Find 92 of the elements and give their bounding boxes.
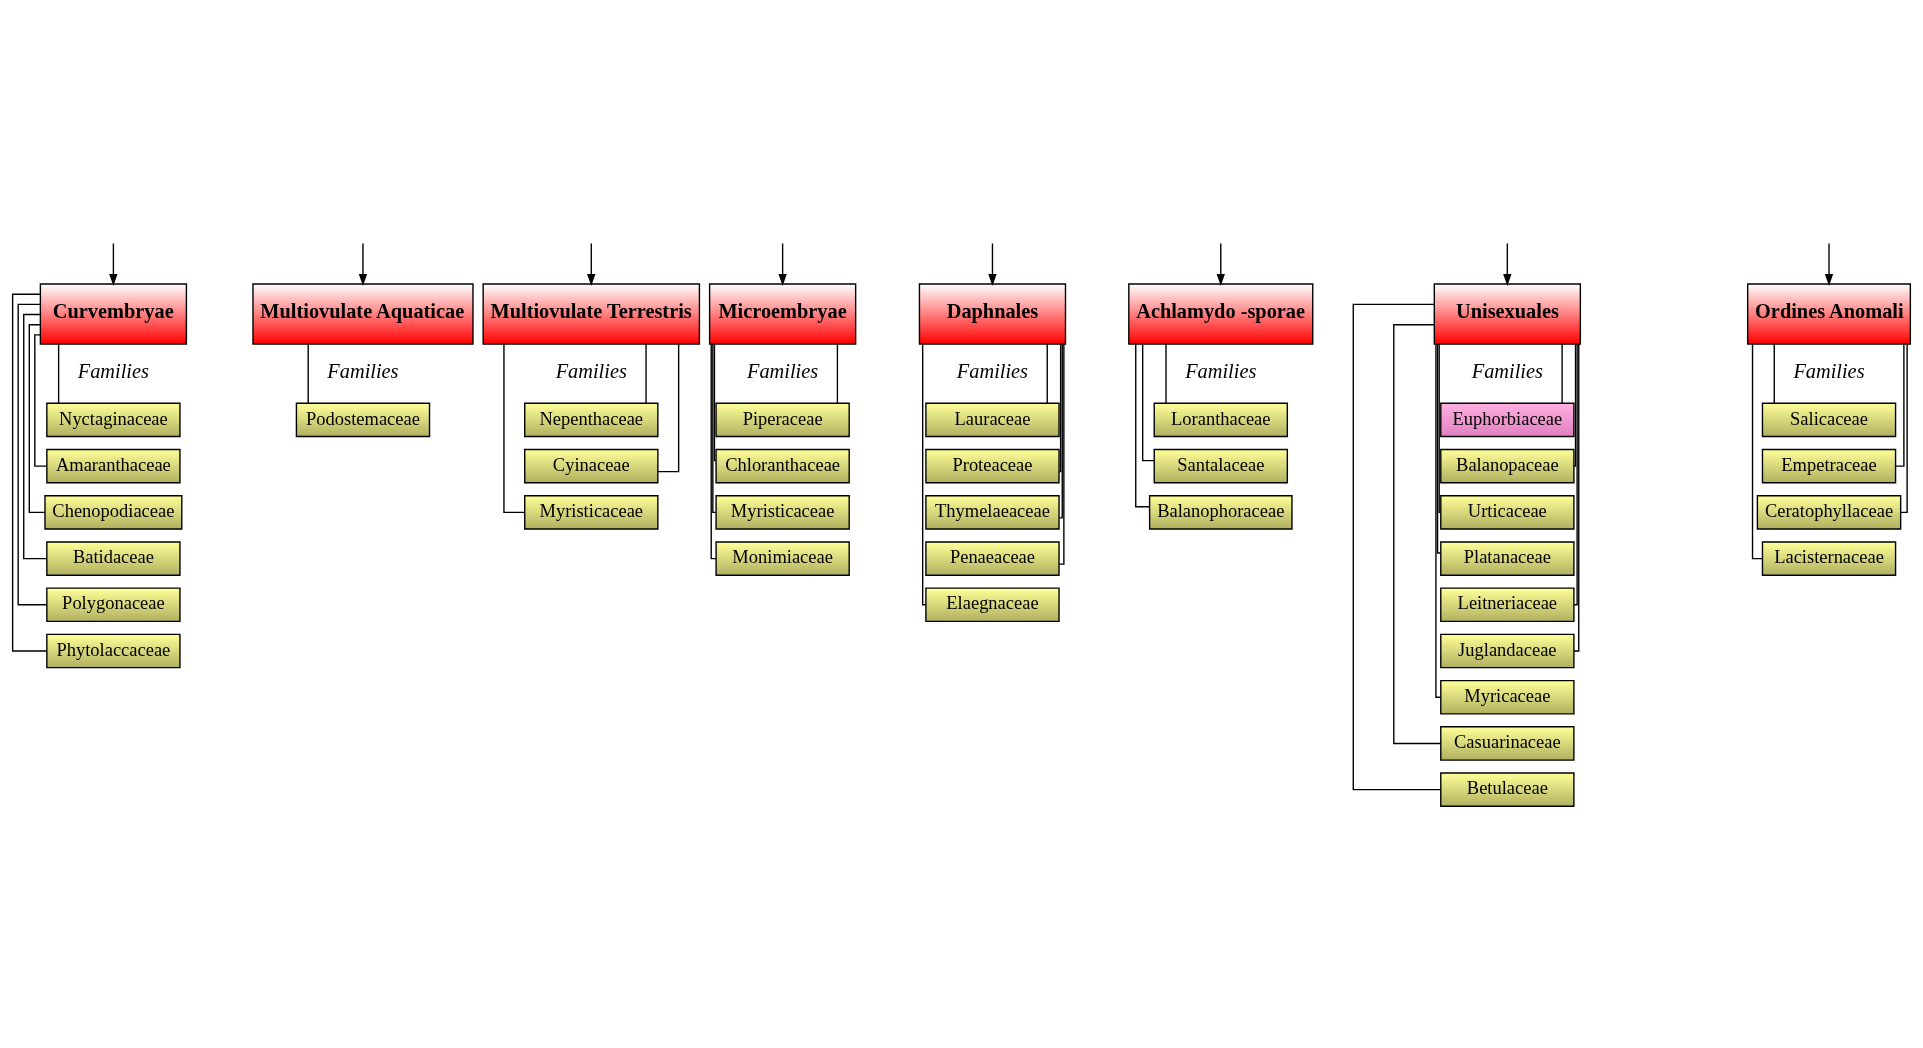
node-box: Amaranthaceae [46, 448, 181, 483]
node-box: Myristicaceae [524, 494, 659, 530]
node-box: Chloranthaceae [715, 448, 850, 483]
connector [1393, 323, 1442, 744]
label: Families [956, 359, 1029, 382]
connector [1058, 342, 1063, 519]
connector [307, 342, 309, 404]
node-box: Lauraceae [925, 402, 1060, 437]
label: Families [555, 359, 627, 382]
node-box: Unisexuales [1433, 282, 1582, 345]
node-box: Myricaceae [1440, 679, 1575, 715]
connector [11, 293, 48, 652]
connector [1436, 343, 1442, 554]
label: Families [327, 359, 399, 382]
node-box: Casuarinaceae [1440, 725, 1575, 761]
node-box: Penaeaceae [925, 540, 1060, 576]
arrow [1216, 242, 1225, 286]
connector [28, 323, 46, 513]
node-box: Empetraceae [1761, 448, 1897, 483]
connector [1058, 343, 1062, 472]
connector [1573, 343, 1577, 467]
connector [645, 342, 647, 404]
node-box: Piperaceae [715, 402, 850, 437]
connector [1573, 343, 1580, 652]
node-box: Ceratophyllaceae [1756, 494, 1902, 530]
node-box: Chenopodiaceae [44, 494, 183, 530]
arrow [1503, 242, 1512, 286]
arrow [358, 242, 368, 286]
connector [836, 342, 839, 404]
node-box: Batidaceae [46, 540, 181, 576]
connector [23, 313, 48, 559]
node-box: Myristicaceae [715, 494, 850, 530]
connector [1773, 342, 1775, 404]
connector [57, 342, 60, 404]
node-box: Salicaceae [1761, 402, 1897, 437]
arrow [988, 242, 997, 286]
node-box: Lacisternaceae [1761, 540, 1897, 576]
arrow [587, 242, 596, 286]
label: Families [1185, 359, 1257, 382]
connector [710, 343, 717, 559]
connector [1900, 343, 1908, 513]
connector [1142, 343, 1155, 461]
node-box: Daphnales [918, 282, 1067, 345]
node-box: Curvembryae [39, 282, 188, 345]
connector [1435, 342, 1442, 698]
label: Families [1471, 359, 1543, 382]
node-box: Loranthaceae [1153, 402, 1289, 437]
node-box: Urticaceae [1440, 494, 1575, 530]
connector [1165, 342, 1167, 404]
node-box: Achlamydo -sporae [1128, 282, 1314, 345]
arrow [109, 242, 118, 286]
connector [1561, 342, 1563, 404]
connector [17, 303, 48, 605]
label: Families [77, 359, 149, 382]
node-box: Microembryae [708, 282, 857, 345]
connector [1135, 343, 1151, 507]
connector [1751, 343, 1763, 559]
arrow [778, 242, 787, 286]
node-box: Santalaceae [1153, 448, 1289, 483]
node-box: Platanaceae [1440, 540, 1575, 576]
connector [1046, 342, 1048, 404]
connector [712, 343, 717, 513]
connector [713, 343, 717, 461]
node-box: Multiovulate Terrestris [482, 282, 701, 345]
node-box: Cyinaceae [524, 448, 659, 483]
connector [1438, 343, 1442, 513]
node-box: Podostemaceae [295, 402, 431, 437]
arrow [1824, 242, 1834, 286]
node-box: Thymelaeaceae [925, 494, 1060, 530]
label: Families [1793, 359, 1865, 382]
node-box: Betulaceae [1440, 771, 1575, 807]
node-box: Leitneriaceae [1440, 586, 1575, 622]
node-box: Phytolaccaceae [46, 633, 181, 668]
connector [1058, 343, 1065, 565]
node-box: Monimiaceae [715, 540, 850, 576]
node-box: Nyctaginaceae [46, 402, 181, 437]
node-box: Polygonaceae [46, 586, 181, 622]
connector [1352, 303, 1442, 790]
node-box: Proteaceae [925, 448, 1060, 483]
connector [922, 343, 927, 605]
node-box: Balanophoraceae [1148, 494, 1293, 530]
node-box: Nepenthaceae [524, 402, 659, 437]
connector [34, 333, 48, 467]
node-box: Juglandaceae [1440, 633, 1575, 668]
node-box: Elaegnaceae [925, 586, 1060, 622]
node-box: Ordines Anomali [1746, 282, 1912, 345]
connector [1894, 343, 1905, 467]
label: Families [747, 359, 819, 382]
node-box: Euphorbiaceae [1440, 402, 1575, 437]
node-box: Balanopaceae [1440, 448, 1575, 483]
connector [1573, 343, 1578, 605]
node-box: Multiovulate Aquaticae [252, 282, 474, 345]
